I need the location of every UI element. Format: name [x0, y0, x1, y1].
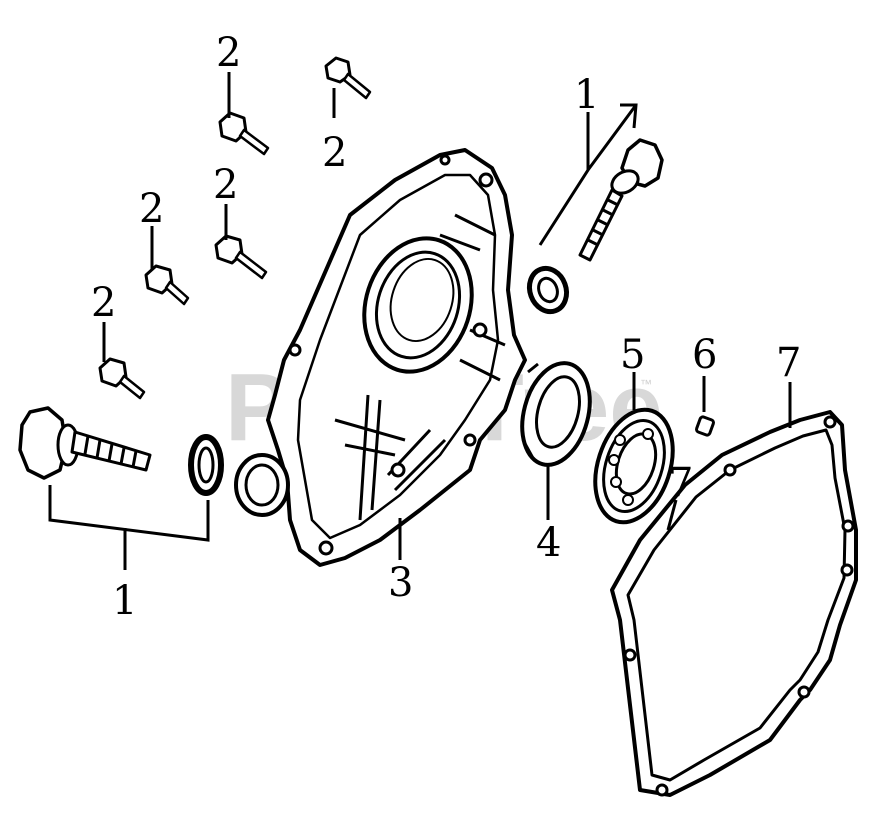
- callout-4: 4: [536, 520, 561, 566]
- bolt-b[interactable]: [324, 56, 372, 100]
- bolt-c[interactable]: [214, 234, 268, 280]
- callout-6: 6: [692, 332, 717, 378]
- oil-seal[interactable]: [512, 355, 601, 472]
- callout-2-upper-right: 2: [322, 130, 347, 176]
- callout-5: 5: [620, 332, 645, 378]
- crankcase-cover[interactable]: [234, 148, 527, 567]
- callout-2-bottom: 2: [91, 280, 116, 326]
- o-ring-left[interactable]: [188, 434, 224, 496]
- callout-7-pin: 7: [668, 460, 693, 506]
- callout-7-gasket: 7: [776, 340, 801, 386]
- callout-labels: 1 1 2 2 2 2 2 3 4 5 6 7 7: [91, 30, 801, 624]
- callout-2-top: 2: [216, 30, 241, 76]
- callout-3: 3: [388, 560, 413, 606]
- trademark-symbol: ™: [640, 377, 652, 391]
- bolt-d[interactable]: [144, 264, 190, 306]
- bolt-e[interactable]: [98, 357, 146, 400]
- oil-filler-plug-right[interactable]: [578, 138, 664, 262]
- oil-filler-plug-left[interactable]: [18, 406, 152, 480]
- dowel-pin-upper[interactable]: [695, 415, 715, 437]
- bolt-a[interactable]: [218, 111, 270, 156]
- o-ring-right[interactable]: [524, 263, 573, 317]
- callout-2-middle: 2: [213, 162, 238, 208]
- callout-2-left: 2: [139, 186, 164, 232]
- ball-bearing[interactable]: [582, 400, 686, 533]
- callout-1-left: 1: [112, 578, 137, 624]
- leader-lines: [48, 72, 792, 570]
- callout-1-right: 1: [574, 72, 599, 118]
